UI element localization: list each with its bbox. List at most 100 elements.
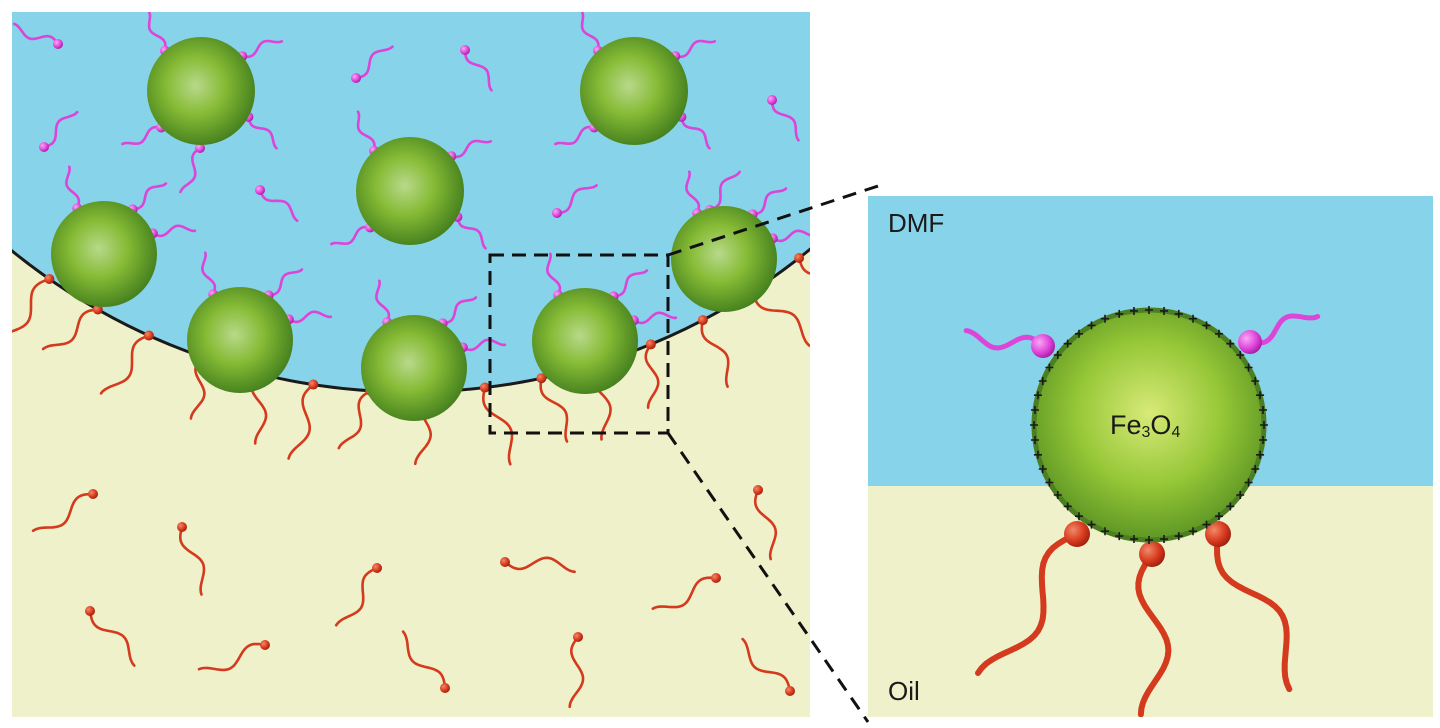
ligand-tail	[580, 12, 600, 52]
ligand-tail	[568, 635, 585, 709]
plus-charge-icon	[1189, 527, 1198, 536]
hydrophobic-ligand	[697, 315, 730, 388]
nanoparticle	[532, 288, 638, 394]
zoom-box	[488, 253, 670, 435]
ligand-tail	[287, 383, 315, 460]
hydrophobic-ligand	[973, 32, 1037, 62]
hydrophobic-ligand	[287, 379, 319, 460]
plus-charge-icon	[1038, 376, 1047, 385]
ligand-head	[92, 304, 103, 315]
ligand-tail	[12, 22, 60, 46]
ligand-tail	[741, 637, 792, 693]
nanoparticle	[580, 37, 688, 145]
plus-charge-icon	[1053, 491, 1062, 500]
ligand-tail	[337, 389, 372, 450]
hydrophobic-ligand	[753, 485, 778, 561]
ligand-head	[460, 45, 470, 55]
ligand-tail	[546, 252, 562, 297]
ligand-tail	[770, 98, 800, 142]
ligand-tail	[632, 311, 678, 325]
ligand-tail	[356, 110, 376, 152]
ligand-tail	[88, 609, 136, 667]
ligand-head	[88, 489, 98, 499]
fe3o4-particle	[1032, 308, 1266, 542]
ligands-and-particles	[0, 12, 1037, 709]
ligand-head	[1238, 330, 1262, 354]
plus-charge-icon	[1174, 532, 1183, 541]
ligand-tail	[201, 251, 217, 296]
hydrophobic-ligand	[197, 640, 270, 672]
ligand-tail	[461, 338, 507, 352]
plus-charge-icon	[1215, 512, 1224, 521]
ligand-tail	[121, 125, 163, 146]
ligand-head	[878, 175, 888, 185]
hydrophilic-ligand	[179, 143, 205, 194]
ligand-tail	[375, 279, 391, 324]
ligand-tail	[753, 488, 778, 561]
ligand-head	[479, 382, 490, 393]
ligand-tail	[975, 531, 1080, 676]
ligand-tail	[0, 244, 4, 309]
ligand-tail	[751, 289, 810, 347]
plus-charge-icon	[1063, 339, 1072, 348]
dmf-label: DMF	[888, 208, 944, 238]
zoom-line-bottom	[666, 432, 870, 723]
ligand-tail	[258, 188, 299, 222]
emulsion-droplet-panel	[0, 12, 1037, 717]
ligand-tail	[503, 556, 576, 574]
nanoparticle	[361, 315, 467, 421]
plus-charge-icon	[1033, 450, 1042, 459]
hydrophobic-ligand	[644, 339, 660, 409]
plus-charge-icon	[1063, 502, 1072, 511]
hydrophobic-ligand	[1135, 541, 1172, 717]
zoom-panel	[868, 196, 1433, 717]
hydrophilic-ligand	[255, 185, 299, 222]
ligand-head	[785, 686, 795, 696]
hydrophobic-ligand	[946, 82, 1025, 109]
ligand-head	[351, 73, 361, 83]
ligand-tail	[99, 334, 151, 395]
nanoparticle	[51, 201, 157, 307]
ligand-tail	[287, 310, 333, 324]
plus-charge-icon	[1115, 532, 1124, 541]
ligand-head	[44, 273, 55, 284]
ligand-tail	[797, 256, 810, 275]
plus-charge-icon	[1087, 321, 1096, 330]
ligand-tail	[951, 87, 1025, 109]
ligand-head	[767, 95, 777, 105]
plus-charge-icon	[1226, 502, 1235, 511]
hydrophobic-ligand	[741, 637, 795, 696]
ligand-head	[838, 216, 848, 226]
ligand-head	[0, 239, 9, 249]
hydrophobic-ligand	[99, 330, 154, 395]
ligand-tail	[197, 642, 267, 672]
ligand-tail	[401, 630, 447, 690]
ligand-tail	[334, 566, 379, 627]
plus-charge-icon	[1100, 527, 1109, 536]
ligand-tail	[651, 576, 718, 610]
plus-charge-icon	[1129, 306, 1138, 315]
hydrophobic-ligand	[500, 556, 576, 574]
ligand-head	[440, 683, 450, 693]
ligand-head	[794, 253, 805, 264]
plus-charge-icon	[1215, 329, 1224, 338]
ligand-head	[573, 632, 583, 642]
hydrophilic-ligand	[963, 328, 1055, 358]
nanoparticle	[671, 206, 777, 312]
ligand-tail	[247, 115, 278, 150]
ligand-tail	[456, 215, 487, 250]
hydrophobic-ligand	[651, 573, 721, 610]
ligand-tail	[179, 146, 202, 194]
ligand-tail	[708, 170, 741, 212]
hydrophobic-ligand	[401, 630, 450, 693]
hydrophobic-ligand	[31, 489, 98, 533]
ligand-tail	[42, 110, 79, 149]
plus-charge-icon	[1236, 350, 1245, 359]
hydrophobic-ligand	[536, 373, 569, 443]
ligand-tail	[481, 386, 514, 466]
ligand-tail	[554, 125, 596, 146]
ligand-head	[697, 315, 708, 326]
ligand-tail	[674, 39, 717, 59]
hydrophobic-ligand	[85, 606, 136, 667]
plus-charge-icon	[1244, 363, 1253, 372]
